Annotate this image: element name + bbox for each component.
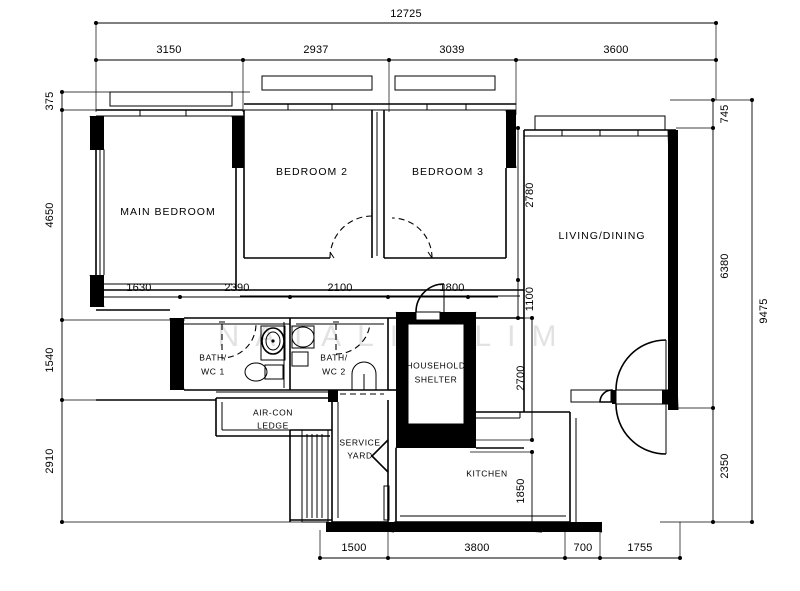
room-main-bedroom: MAIN BEDROOM: [89, 91, 245, 308]
room-bath-wc-1: BATH/ WC 1: [169, 317, 291, 391]
dim-interior-1630: 1630: [126, 282, 151, 294]
right-dimension-chain: 745 6380 2350 9475: [660, 98, 770, 524]
room-label-air-con-ledge-line2: LEDGE: [257, 420, 289, 430]
room-household-shelter: HOUSEHOLD SHELTER: [395, 283, 477, 449]
dim-interior-1850: 1850: [515, 478, 527, 503]
louvre-grille: [289, 429, 332, 523]
dim-interior-2780: 2780: [524, 182, 536, 207]
room-label-living-dining: LIVING/DINING: [558, 230, 645, 242]
room-label-household-shelter-line2: SHELTER: [415, 374, 458, 384]
dim-left-seg-3: 1540: [44, 347, 56, 372]
dim-interior-1800: 1800: [439, 282, 464, 294]
watermark-text: NATALIE LIM: [218, 320, 573, 353]
room-bedroom-2: BEDROOM 2: [243, 75, 389, 259]
room-label-air-con-ledge-line1: AIR-CON: [253, 407, 293, 417]
dim-right-overall: 9475: [758, 298, 770, 323]
room-label-bedroom-2: BEDROOM 2: [276, 166, 348, 178]
dim-interior-2700: 2700: [515, 365, 527, 390]
room-label-service-yard-line1: SERVICE: [339, 437, 380, 447]
room-air-con-ledge: AIR-CON LEDGE: [215, 391, 330, 437]
dim-left-seg-4: 2910: [44, 448, 56, 473]
room-label-bath-wc-2-line1: BATH/: [320, 352, 347, 362]
bottom-dimension-chain: 1500 3800 700 1755: [318, 522, 682, 560]
dim-left-seg-2: 4650: [44, 202, 56, 227]
room-bath-wc-2: BATH/ WC 2: [290, 317, 389, 391]
dim-bottom-seg-3: 700: [574, 542, 593, 554]
corridor-walls: [96, 289, 524, 401]
room-label-service-yard-line2: YARD: [347, 450, 372, 460]
dim-interior-2100: 2100: [327, 282, 352, 294]
dim-top-seg-4: 3600: [603, 44, 628, 56]
room-kitchen: KITCHEN: [393, 411, 603, 533]
dim-bottom-seg-2: 3800: [464, 542, 489, 554]
dim-top-seg-1: 3150: [156, 44, 181, 56]
top-dimension-chain: 12725 3150 2937 3039 3600: [94, 8, 718, 115]
room-label-bath-wc-2-line2: WC 2: [322, 366, 346, 376]
room-service-yard: SERVICE YARD: [325, 390, 395, 533]
dim-right-seg-2: 6380: [719, 253, 731, 278]
room-label-kitchen: KITCHEN: [466, 468, 508, 478]
room-label-bath-wc-1-line1: BATH/: [199, 352, 226, 362]
room-label-main-bedroom: MAIN BEDROOM: [120, 206, 215, 218]
dim-right-seg-3: 2350: [719, 453, 731, 478]
dim-interior-2390: 2390: [224, 282, 249, 294]
room-living-dining: LIVING/DINING: [523, 115, 679, 530]
dim-right-seg-1: 745: [719, 105, 731, 124]
dim-interior-1100: 1100: [524, 287, 536, 311]
room-label-household-shelter-line1: HOUSEHOLD: [406, 360, 465, 370]
dim-bottom-seg-1: 1500: [341, 542, 366, 554]
dim-top-overall: 12725: [390, 8, 422, 20]
room-label-bedroom-3: BEDROOM 3: [412, 166, 484, 178]
dim-top-seg-2: 2937: [303, 44, 328, 56]
room-bedroom-3: BEDROOM 3: [383, 75, 517, 259]
room-label-bath-wc-1-line2: WC 1: [201, 366, 225, 376]
dim-left-seg-1: 375: [44, 92, 56, 111]
dim-top-seg-3: 3039: [439, 44, 464, 56]
dim-bottom-seg-4: 1755: [627, 542, 652, 554]
